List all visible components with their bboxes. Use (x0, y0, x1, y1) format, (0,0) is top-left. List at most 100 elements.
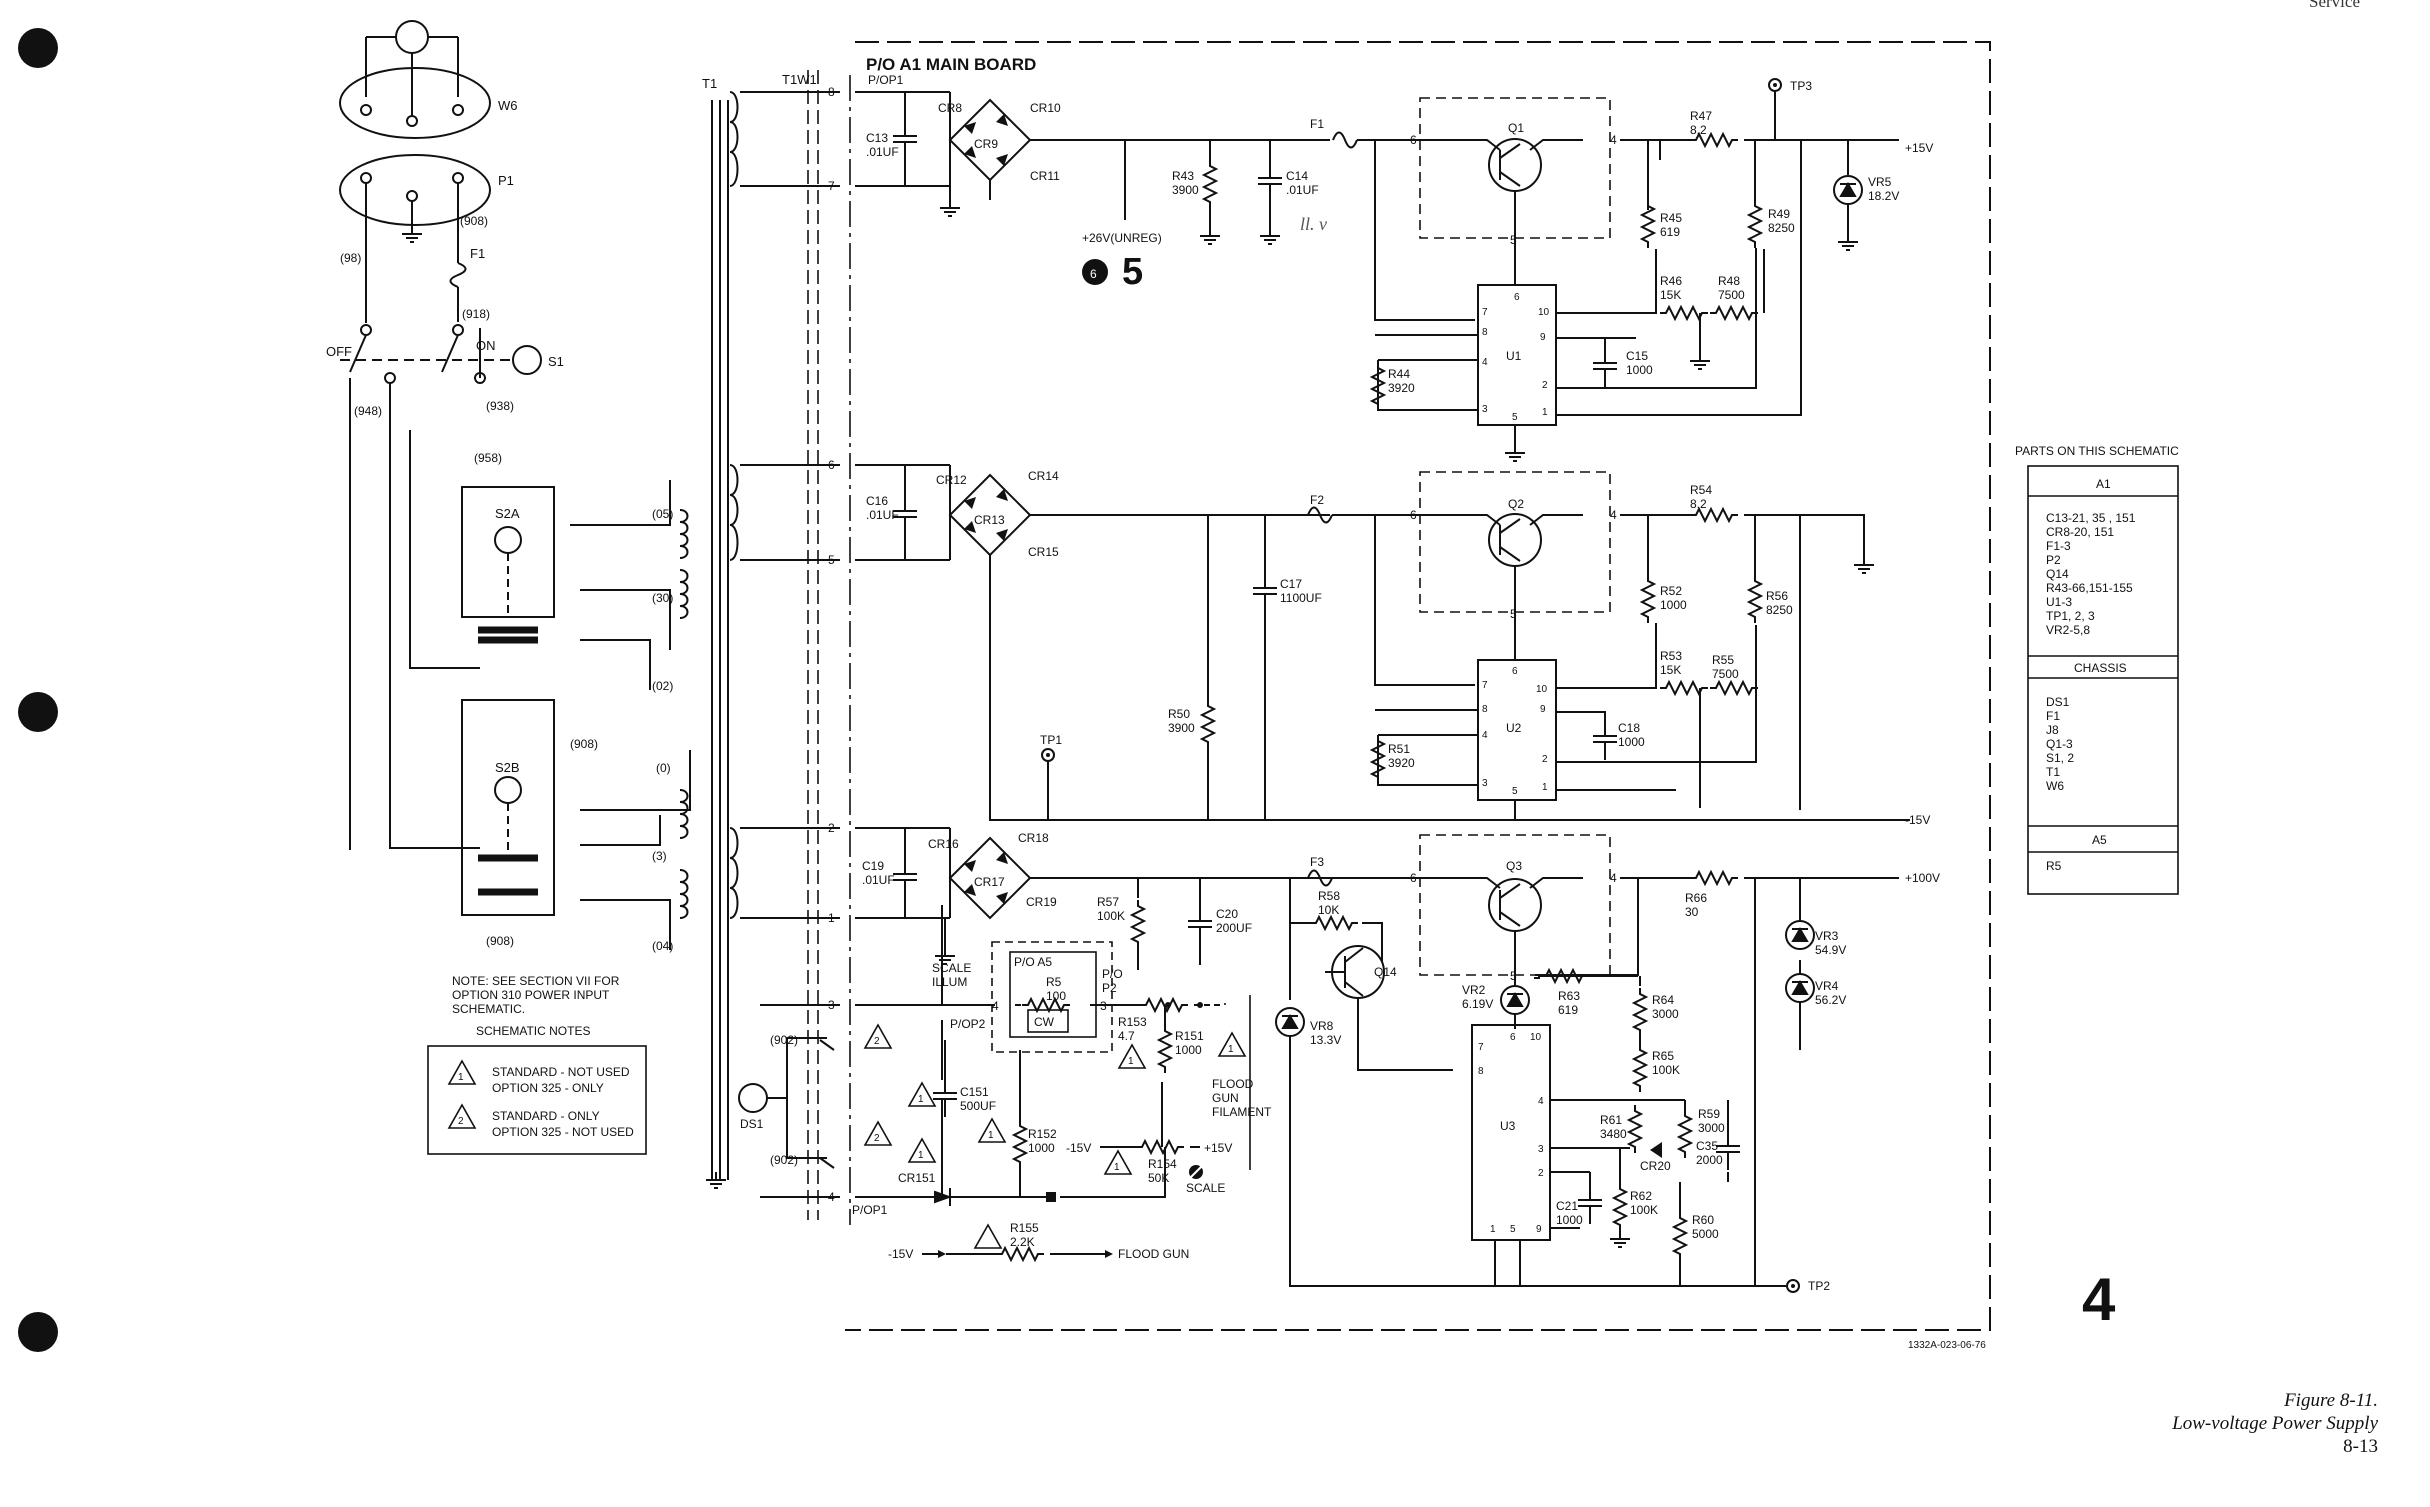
svg-text:C16: C16 (866, 494, 888, 508)
svg-text:C18: C18 (1618, 721, 1640, 735)
svg-text:1: 1 (918, 1094, 924, 1105)
figure-number: Figure 8-11. (2284, 1390, 2378, 1411)
svg-text:10: 10 (1538, 307, 1550, 318)
svg-text:2.2K: 2.2K (1010, 1235, 1035, 1249)
schematic-notes: NOTE: SEE SECTION VII FOR OPTION 310 POW… (427, 974, 647, 1155)
parts-table-title: PARTS ON THIS SCHEMATIC (2015, 444, 2179, 458)
svg-text:U1-3: U1-3 (2046, 595, 2072, 609)
svg-text:ILLUM: ILLUM (932, 975, 967, 989)
binder-hole (18, 28, 58, 68)
svg-text:9: 9 (1540, 704, 1546, 715)
svg-text:4: 4 (1538, 1096, 1544, 1107)
svg-text:Q1: Q1 (1508, 121, 1524, 135)
svg-text:3920: 3920 (1388, 756, 1415, 770)
svg-text:CR13: CR13 (974, 513, 1005, 527)
svg-text:F1-3: F1-3 (2046, 539, 2071, 553)
svg-text:CR19: CR19 (1026, 895, 1057, 909)
svg-text:Q3: Q3 (1506, 859, 1522, 873)
svg-text:R153: R153 (1118, 1015, 1147, 1029)
svg-text:8.2: 8.2 (1690, 497, 1707, 511)
section-minus15v: C16 .01UF CR12 CR13 CR14 CR15 -15V R50 3… (855, 464, 1930, 827)
svg-text:1000: 1000 (1175, 1043, 1202, 1057)
svg-text:FLOOD: FLOOD (1212, 1077, 1254, 1091)
svg-text:10: 10 (1536, 684, 1548, 695)
svg-text:CR20: CR20 (1640, 1159, 1671, 1173)
svg-text:Q14: Q14 (2046, 567, 2069, 581)
svg-text:100K: 100K (1630, 1203, 1658, 1217)
svg-text:7: 7 (828, 179, 835, 193)
svg-text:6: 6 (1512, 666, 1518, 677)
svg-text:R56: R56 (1766, 589, 1788, 603)
svg-text:9: 9 (1536, 1224, 1542, 1235)
svg-text:1000: 1000 (1660, 598, 1687, 612)
svg-text:R49: R49 (1768, 207, 1790, 221)
svg-text:3480: 3480 (1600, 1127, 1627, 1141)
parts-table: PARTS ON THIS SCHEMATIC A1 C13-21, 35 , … (2015, 444, 2179, 895)
svg-text:8250: 8250 (1766, 603, 1793, 617)
svg-text:R52: R52 (1660, 584, 1682, 598)
svg-text:500UF: 500UF (960, 1099, 996, 1113)
svg-text:(918): (918) (462, 307, 490, 321)
svg-text:100: 100 (1046, 989, 1066, 1003)
svg-text:U3: U3 (1500, 1119, 1516, 1133)
svg-text:A1: A1 (2096, 477, 2111, 491)
svg-text:3: 3 (828, 998, 835, 1012)
svg-text:1000: 1000 (1618, 735, 1645, 749)
svg-text:7: 7 (1482, 307, 1488, 318)
svg-text:50K: 50K (1148, 1171, 1169, 1185)
svg-text:5: 5 (1512, 786, 1518, 797)
svg-text:R54: R54 (1690, 483, 1712, 497)
svg-text:1000: 1000 (1556, 1213, 1583, 1227)
svg-text:7: 7 (1482, 680, 1488, 691)
svg-text:CR10: CR10 (1030, 101, 1061, 115)
figure-title: Low-voltage Power Supply (2172, 1413, 2378, 1434)
svg-text:SCALE: SCALE (1186, 1181, 1225, 1195)
svg-text:(958): (958) (474, 451, 502, 465)
svg-text:15K: 15K (1660, 663, 1681, 677)
svg-text:1: 1 (1542, 407, 1548, 418)
svg-text:-15V: -15V (1905, 813, 1930, 827)
svg-text:TP1, 2, 3: TP1, 2, 3 (2046, 609, 2095, 623)
svg-text:Q14: Q14 (1374, 965, 1397, 979)
svg-text:R5: R5 (1046, 975, 1062, 989)
svg-text:+100V: +100V (1905, 871, 1940, 885)
svg-text:C35: C35 (1696, 1139, 1718, 1153)
svg-text:C20: C20 (1216, 907, 1238, 921)
svg-text:8250: 8250 (1768, 221, 1795, 235)
svg-text:3920: 3920 (1388, 381, 1415, 395)
svg-text:C15: C15 (1626, 349, 1648, 363)
svg-text:U1: U1 (1506, 349, 1522, 363)
svg-text:J8: J8 (2046, 723, 2059, 737)
svg-text:VR4: VR4 (1815, 979, 1839, 993)
svg-text:F1: F1 (2046, 709, 2060, 723)
svg-text:TP2: TP2 (1808, 1279, 1830, 1293)
svg-text:4: 4 (1610, 133, 1617, 147)
svg-text:5: 5 (1510, 233, 1517, 247)
svg-text:6: 6 (828, 458, 835, 472)
svg-text:P/O: P/O (1102, 967, 1123, 981)
svg-text:4: 4 (828, 1190, 835, 1204)
svg-text:1: 1 (1128, 1056, 1134, 1067)
svg-text:R64: R64 (1652, 993, 1674, 1007)
svg-text:56.2V: 56.2V (1815, 993, 1846, 1007)
svg-text:P2: P2 (1102, 981, 1117, 995)
svg-text:3900: 3900 (1168, 721, 1195, 735)
svg-text:A5: A5 (2092, 833, 2107, 847)
on-label: ON (476, 338, 496, 353)
svg-text:(30): (30) (652, 591, 673, 605)
svg-text:100K: 100K (1097, 909, 1125, 923)
svg-text:Q2: Q2 (1508, 497, 1524, 511)
svg-text:1: 1 (1228, 1044, 1234, 1055)
svg-text:4: 4 (1610, 508, 1617, 522)
svg-text:P/O A5: P/O A5 (1014, 955, 1052, 969)
svg-text:(0): (0) (656, 761, 671, 775)
svg-text:.01UF: .01UF (862, 873, 895, 887)
svg-text:(902): (902) (770, 1033, 798, 1047)
svg-text:R62: R62 (1630, 1189, 1652, 1203)
svg-text:VR2: VR2 (1462, 983, 1486, 997)
svg-text:C13: C13 (866, 131, 888, 145)
svg-text:R47: R47 (1690, 109, 1712, 123)
svg-text:3900: 3900 (1172, 183, 1199, 197)
svg-text:R50: R50 (1168, 707, 1190, 721)
svg-text:6: 6 (1514, 292, 1520, 303)
